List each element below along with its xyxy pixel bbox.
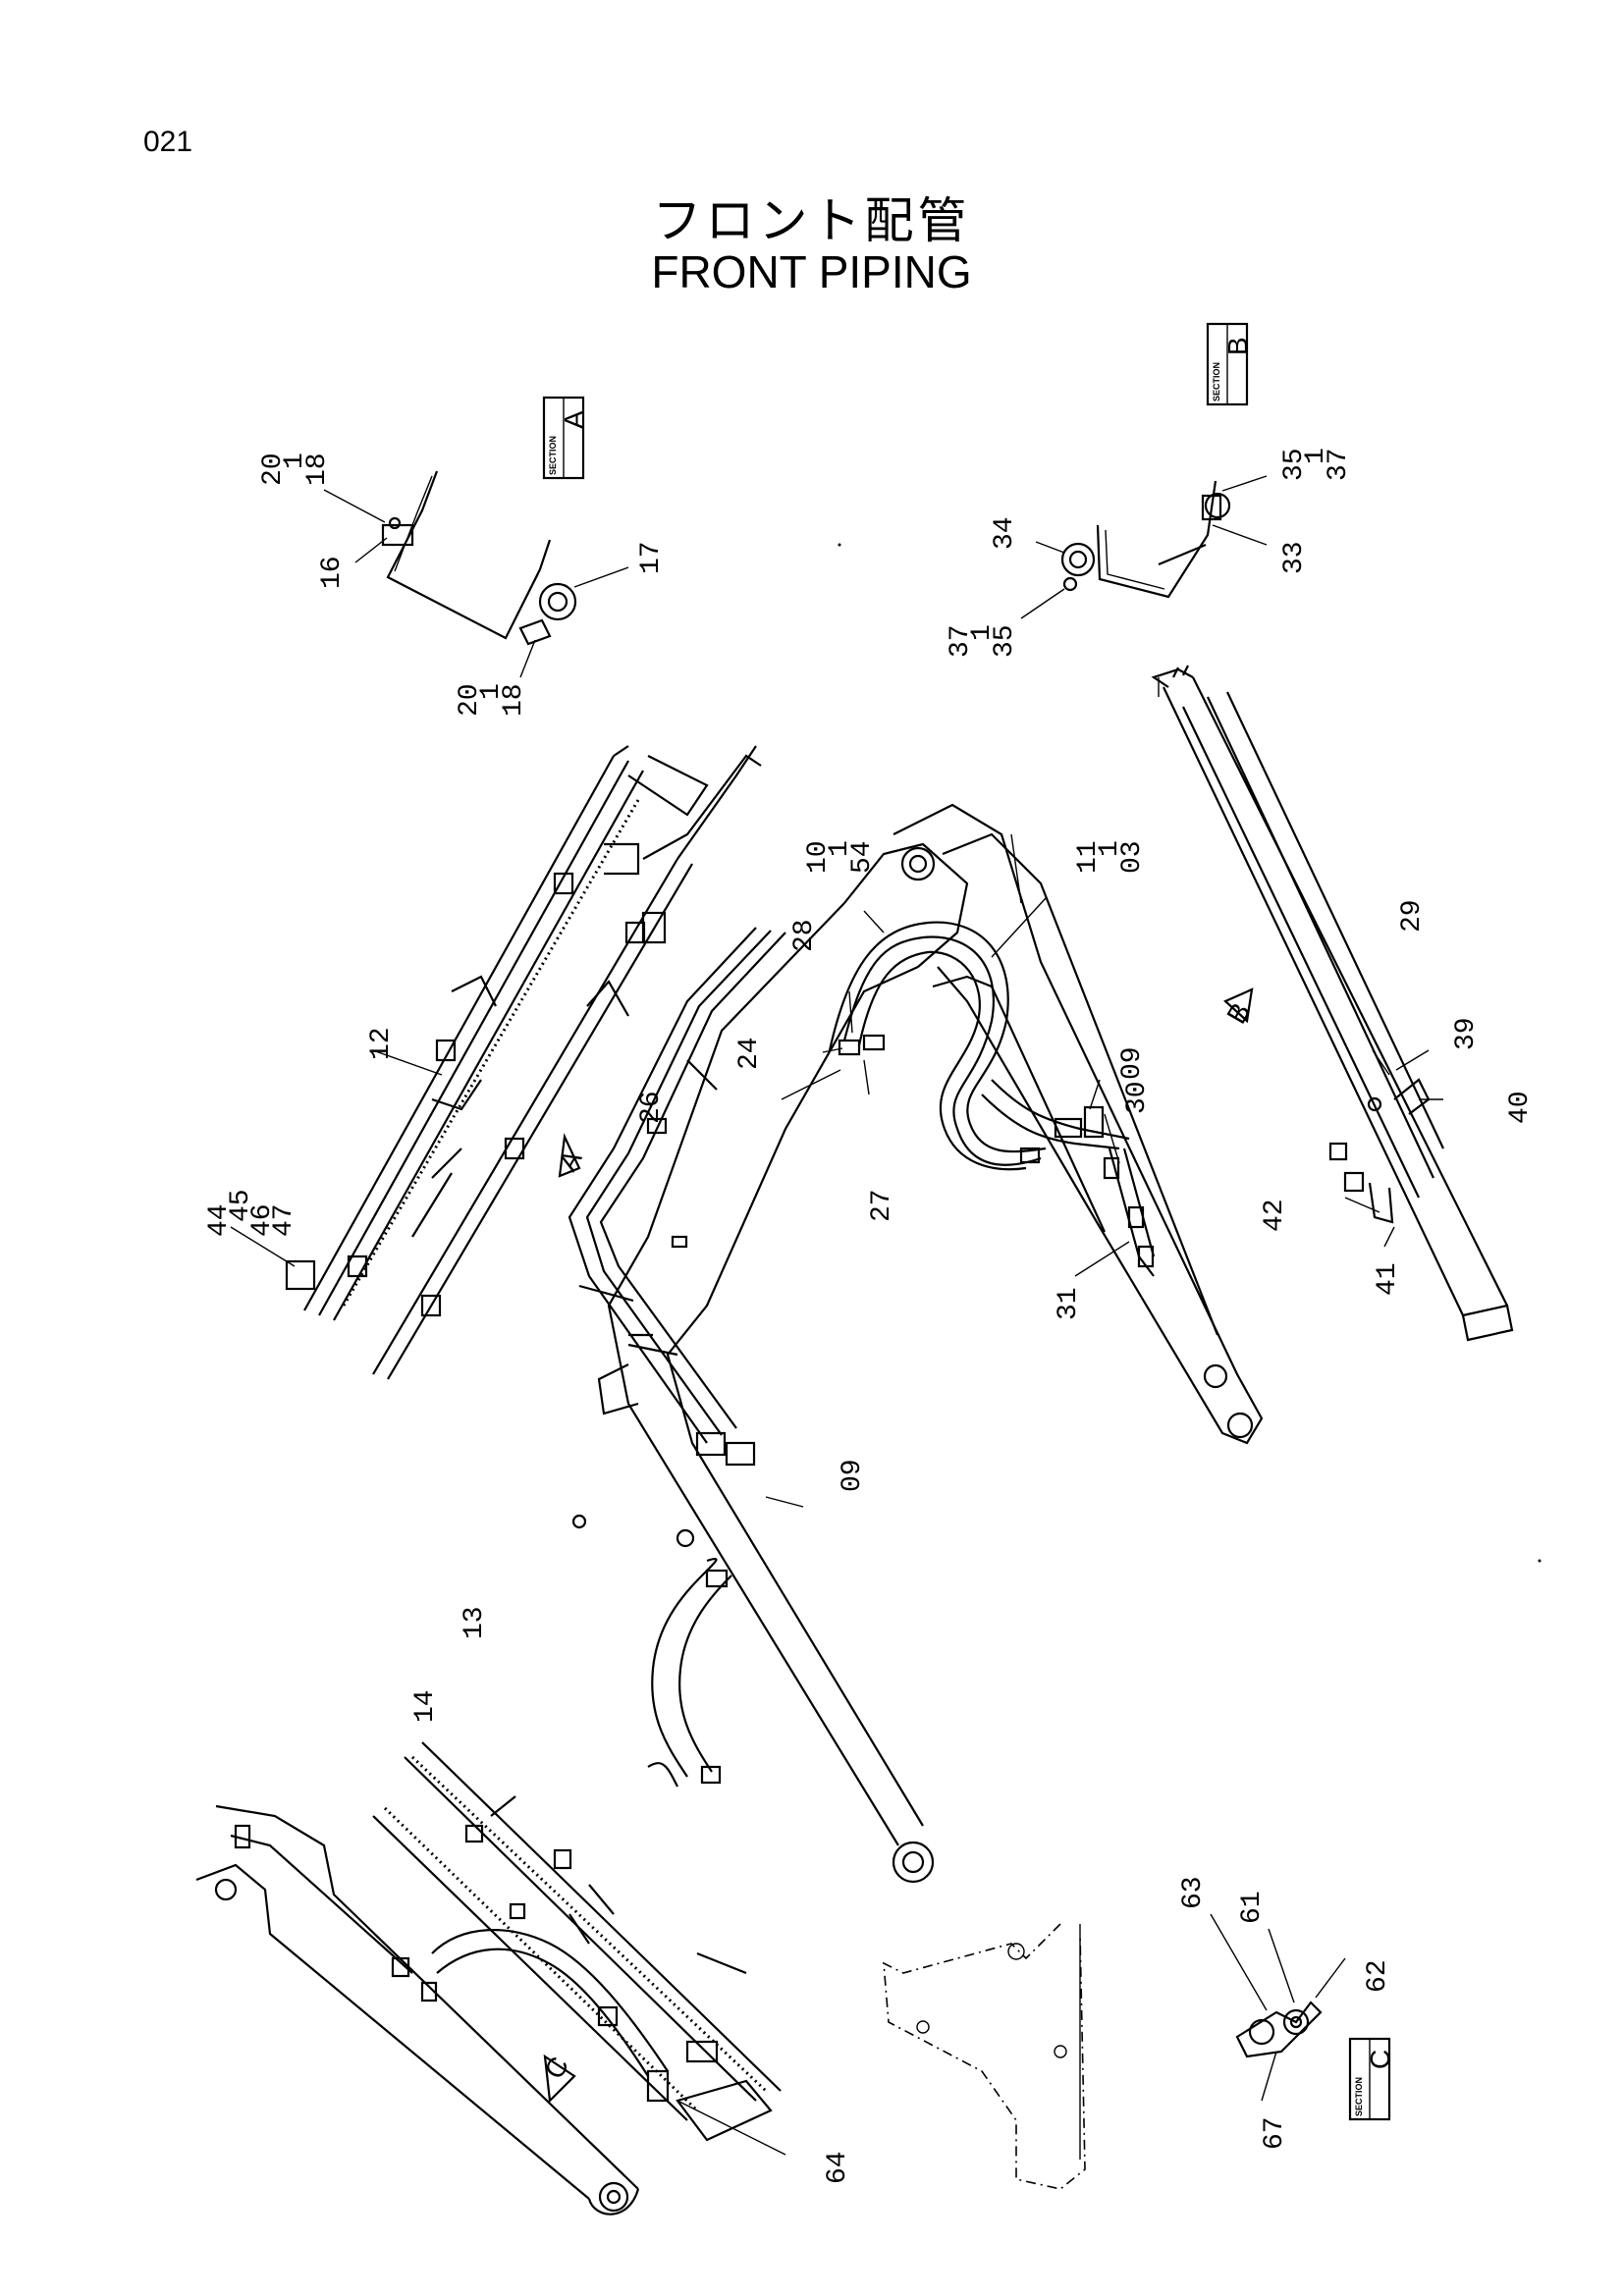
part-label: 44 — [204, 1203, 235, 1237]
page-number: 021 — [143, 126, 193, 158]
part-label: 18 — [499, 683, 529, 717]
part-label: 39 — [1451, 1017, 1482, 1050]
view-b-arm-detail — [1151, 665, 1514, 1342]
part-label: 40 — [1505, 1091, 1536, 1124]
part-label: 14 — [410, 1689, 441, 1723]
arm-assembly — [781, 803, 1264, 1445]
section-a-word: SECTION — [548, 436, 558, 475]
part-label: 20 — [455, 683, 485, 717]
section-b-tag: SECTION B — [1206, 322, 1253, 406]
part-label: 09 — [1117, 1046, 1148, 1080]
part-label: 61 — [1237, 1891, 1268, 1924]
part-label: 28 — [789, 919, 820, 952]
part-label: 33 — [1279, 541, 1310, 574]
part-label: 11 — [1073, 840, 1104, 874]
part-label: 64 — [823, 2151, 853, 2184]
part-label: 34 — [990, 516, 1020, 550]
part-label: 29 — [1397, 899, 1428, 933]
part-label: 42 — [1260, 1199, 1290, 1232]
section-c-word: SECTION — [1354, 2077, 1364, 2116]
part-label: 31 — [1054, 1287, 1084, 1320]
section-c-detail — [1210, 1913, 1346, 2102]
part-label: 41 — [1373, 1262, 1403, 1296]
part-label: 62 — [1363, 1959, 1393, 1993]
boom-assembly — [568, 842, 969, 1884]
part-label: 1 — [1301, 448, 1331, 464]
part-label: 17 — [636, 541, 667, 574]
part-label: 1 — [967, 624, 998, 641]
part-label: 1 — [280, 453, 310, 469]
part-label: 13 — [460, 1606, 490, 1639]
stray-mark — [838, 543, 841, 547]
part-label: 10 — [803, 840, 834, 874]
part-label: 20 — [258, 453, 289, 486]
section-b-word: SECTION — [1212, 362, 1221, 401]
part-label: 1 — [1095, 840, 1125, 857]
part-labels: 20 1 18 16 17 20 1 18 35 1 37 34 33 37 1… — [204, 448, 1536, 2184]
section-a-letter: A — [559, 410, 589, 429]
title-english: FRONT PIPING — [651, 246, 972, 297]
part-label: 37 — [1324, 448, 1354, 481]
part-label: 37 — [946, 624, 976, 658]
part-label: 18 — [302, 453, 333, 486]
part-label: 16 — [317, 556, 348, 589]
view-a-marker: A — [552, 1133, 588, 1178]
part-label: 46 — [247, 1203, 278, 1237]
part-label: 45 — [226, 1189, 256, 1222]
section-a-tag: SECTION A — [542, 396, 589, 480]
part-label: 54 — [847, 840, 878, 874]
part-label: 35 — [990, 624, 1020, 658]
part-label: 27 — [867, 1189, 897, 1222]
title-japanese: フロント配管 — [652, 192, 971, 249]
part-label: 24 — [734, 1037, 765, 1070]
part-label: 30 — [1122, 1081, 1153, 1114]
part-label: 12 — [366, 1027, 397, 1060]
section-a-detail — [323, 470, 629, 678]
part-label: 09 — [838, 1459, 868, 1492]
part-label: 1 — [476, 683, 507, 700]
section-b-detail — [1020, 475, 1268, 619]
stray-mark — [1538, 1559, 1542, 1563]
view-c-arm-detail — [195, 1741, 1086, 2216]
part-label: 35 — [1279, 448, 1310, 481]
view-c-marker: C — [538, 2052, 576, 2104]
part-label: 47 — [269, 1203, 299, 1237]
view-a-arm-detail — [230, 745, 762, 1380]
section-b-letter: B — [1222, 337, 1253, 355]
part-label: 67 — [1260, 2116, 1290, 2150]
part-label: 03 — [1117, 840, 1148, 874]
part-label: 63 — [1178, 1876, 1209, 1909]
view-b-marker: B — [1220, 988, 1257, 1029]
section-c-tag: SECTION C — [1348, 2037, 1395, 2121]
section-c-letter: C — [1365, 2050, 1395, 2069]
part-label: 1 — [825, 840, 855, 857]
part-label: 26 — [636, 1091, 667, 1124]
